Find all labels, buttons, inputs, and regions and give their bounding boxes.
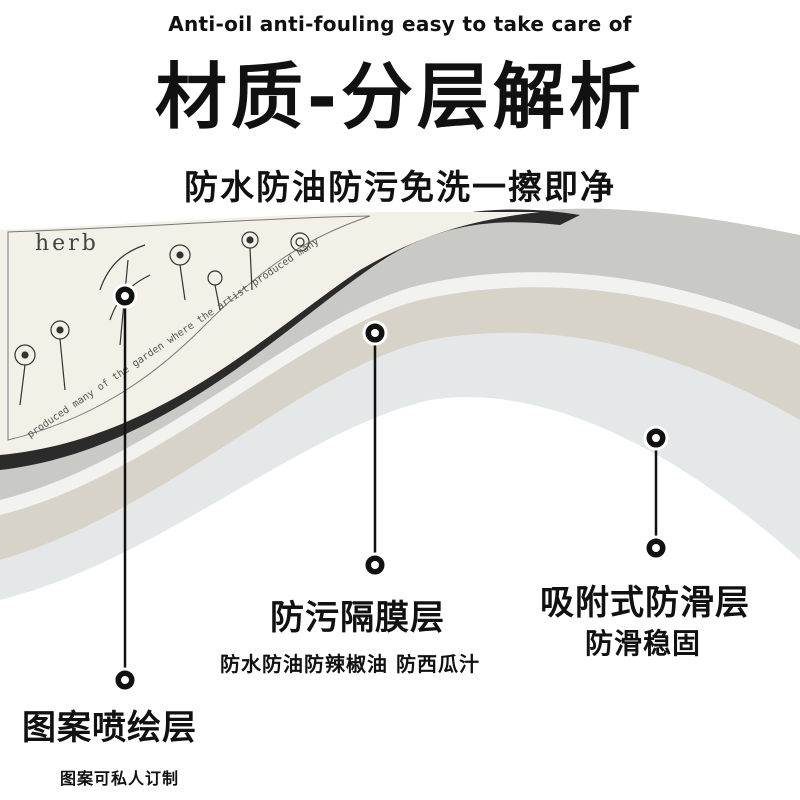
film-layer-title: 防污隔膜层 [270,598,445,638]
beige-layer [0,234,800,561]
header-subtitle-en: Anti-oil anti-fouling easy to take care … [168,12,632,36]
base-layer [0,266,800,600]
header-subtitle-cn: 防水防油防污免洗一擦即净 [184,168,616,208]
base-layer-desc: 防滑稳固 [585,627,702,660]
flower-decoration [14,231,310,406]
mat-brand: herb [35,231,99,256]
page-title: 材质-分层解析 [155,55,645,139]
film-layer [0,208,800,500]
print-layer-title: 图案喷绘层 [22,708,197,748]
base-layer-title: 吸附式防滑层 [540,583,750,623]
film-layer-desc: 防水防油防辣椒油 防西瓜汁 [220,652,480,676]
print-layer-desc: 图案可私人订制 [60,769,180,788]
top-print-layer [0,212,540,455]
